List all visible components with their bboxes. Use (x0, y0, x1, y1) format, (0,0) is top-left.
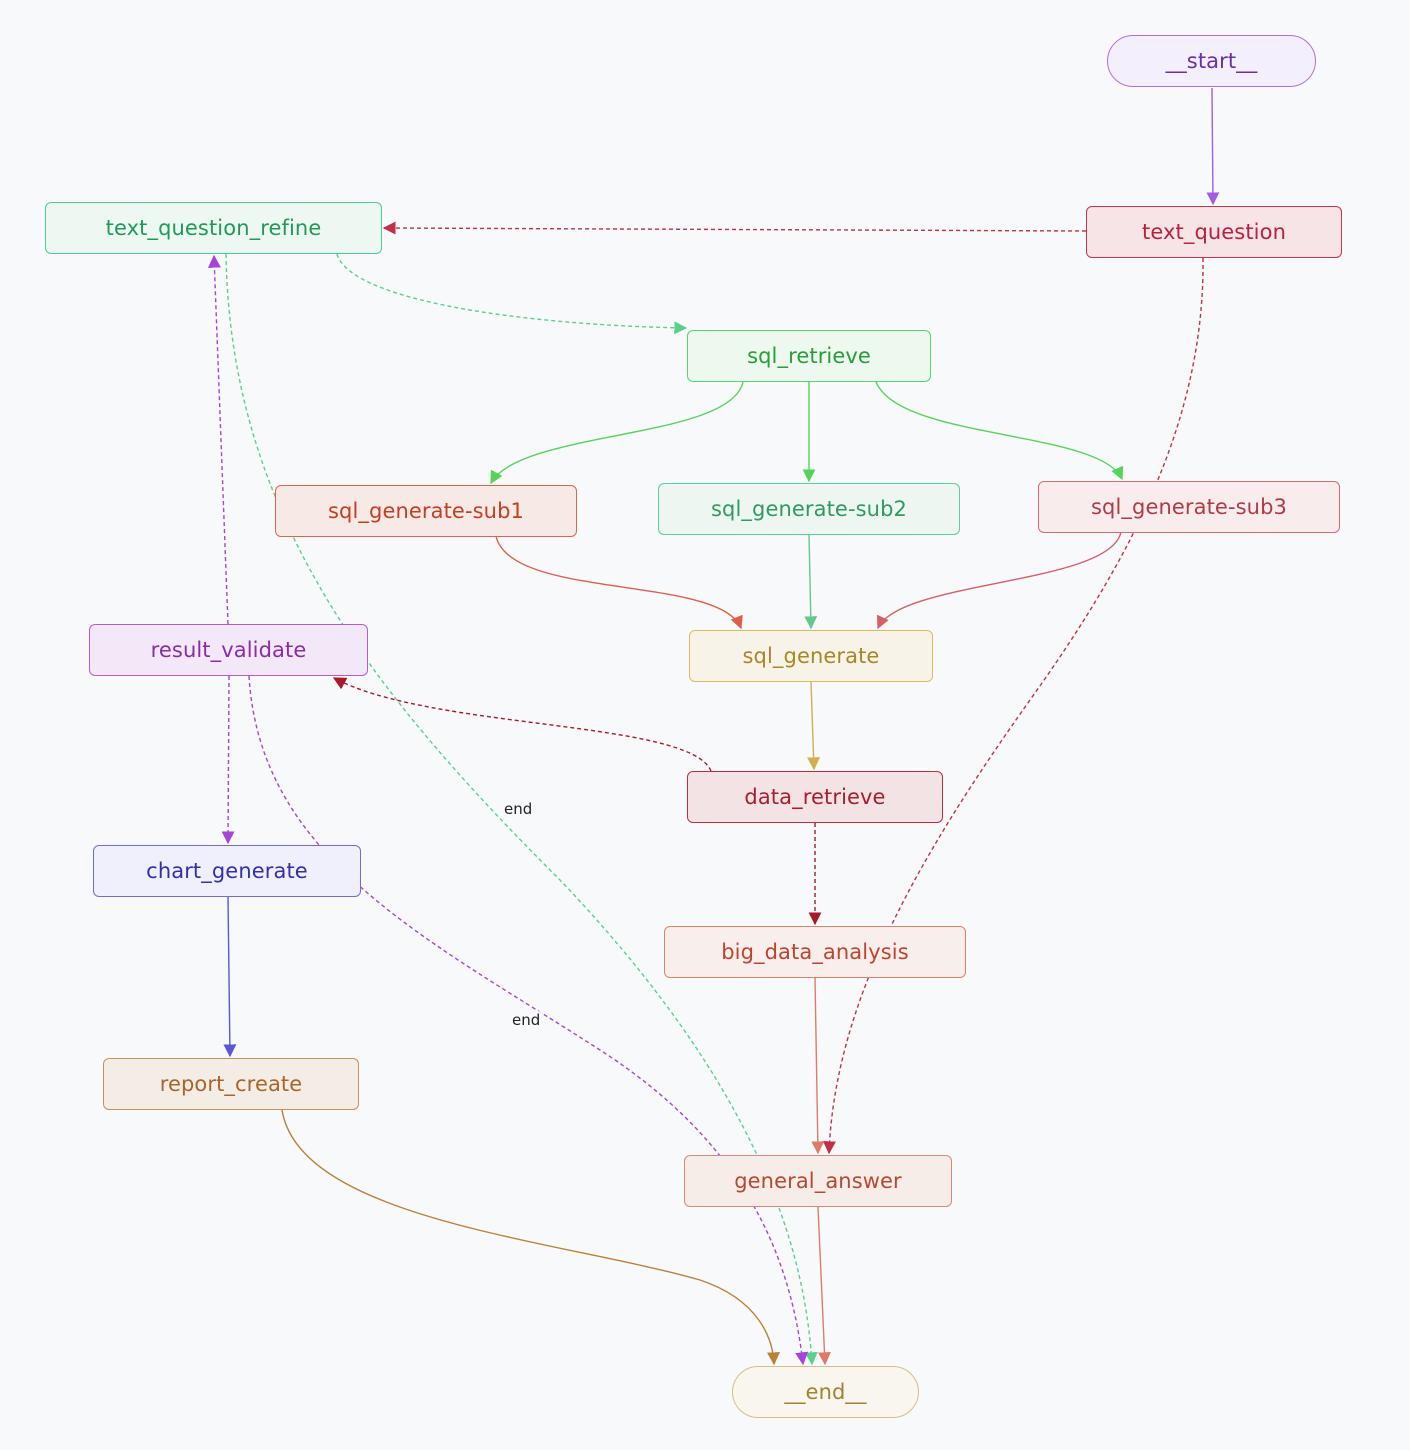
edge-refine-to-end (225, 253, 818, 1366)
edge-general-answer-to-end (817, 1206, 831, 1366)
node-general-answer[interactable]: general_answer (684, 1155, 952, 1207)
node-start[interactable]: __start__ (1107, 35, 1316, 87)
node-chart-generate[interactable]: chart_generate (93, 845, 361, 897)
edge-sub1-to-sql-generate (495, 535, 743, 630)
node-big-data-analysis[interactable]: big_data_analysis (664, 926, 966, 978)
edge-result-validate-to-chart-generate (221, 675, 235, 845)
edge-label-end-refine: end (502, 800, 535, 818)
edge-sub3-to-sql-generate (877, 531, 1122, 630)
edge-sql-retrieve-to-sub3 (875, 381, 1124, 481)
node-text-question[interactable]: text_question (1086, 206, 1342, 258)
node-data-retrieve[interactable]: data_retrieve (687, 771, 943, 823)
node-end[interactable]: __end__ (732, 1366, 919, 1418)
edge-sub2-to-sql-generate (804, 533, 818, 630)
node-text-question-refine[interactable]: text_question_refine (45, 202, 382, 254)
edge-chart-generate-to-report-create (223, 896, 237, 1058)
edge-text-question-to-refine (382, 221, 1087, 235)
node-sql-generate-sub3[interactable]: sql_generate-sub3 (1038, 481, 1340, 533)
edge-result-validate-to-end (248, 675, 809, 1366)
edge-sql-generate-to-data-retrieve (807, 681, 821, 771)
edge-report-create-to-end (281, 1109, 781, 1366)
edge-sql-retrieve-to-sub1 (490, 381, 744, 485)
edge-text-question-to-general-answer (822, 257, 1204, 1155)
edge-data-retrieve-to-result-validate (332, 677, 712, 772)
node-report-create[interactable]: report_create (103, 1058, 359, 1110)
edge-refine-to-sql-retrieve (336, 253, 688, 335)
node-sql-generate-sub1[interactable]: sql_generate-sub1 (275, 485, 577, 537)
node-sql-generate[interactable]: sql_generate (689, 630, 933, 682)
edge-result-validate-to-refine (207, 254, 229, 625)
node-sql-retrieve[interactable]: sql_retrieve (687, 330, 931, 382)
node-result-validate[interactable]: result_validate (89, 624, 368, 676)
edge-label-end-validate: end (510, 1011, 543, 1029)
edge-big-data-analysis-to-general-answer (811, 977, 825, 1155)
edge-start-to-text-question (1206, 87, 1220, 206)
node-sql-generate-sub2[interactable]: sql_generate-sub2 (658, 483, 960, 535)
